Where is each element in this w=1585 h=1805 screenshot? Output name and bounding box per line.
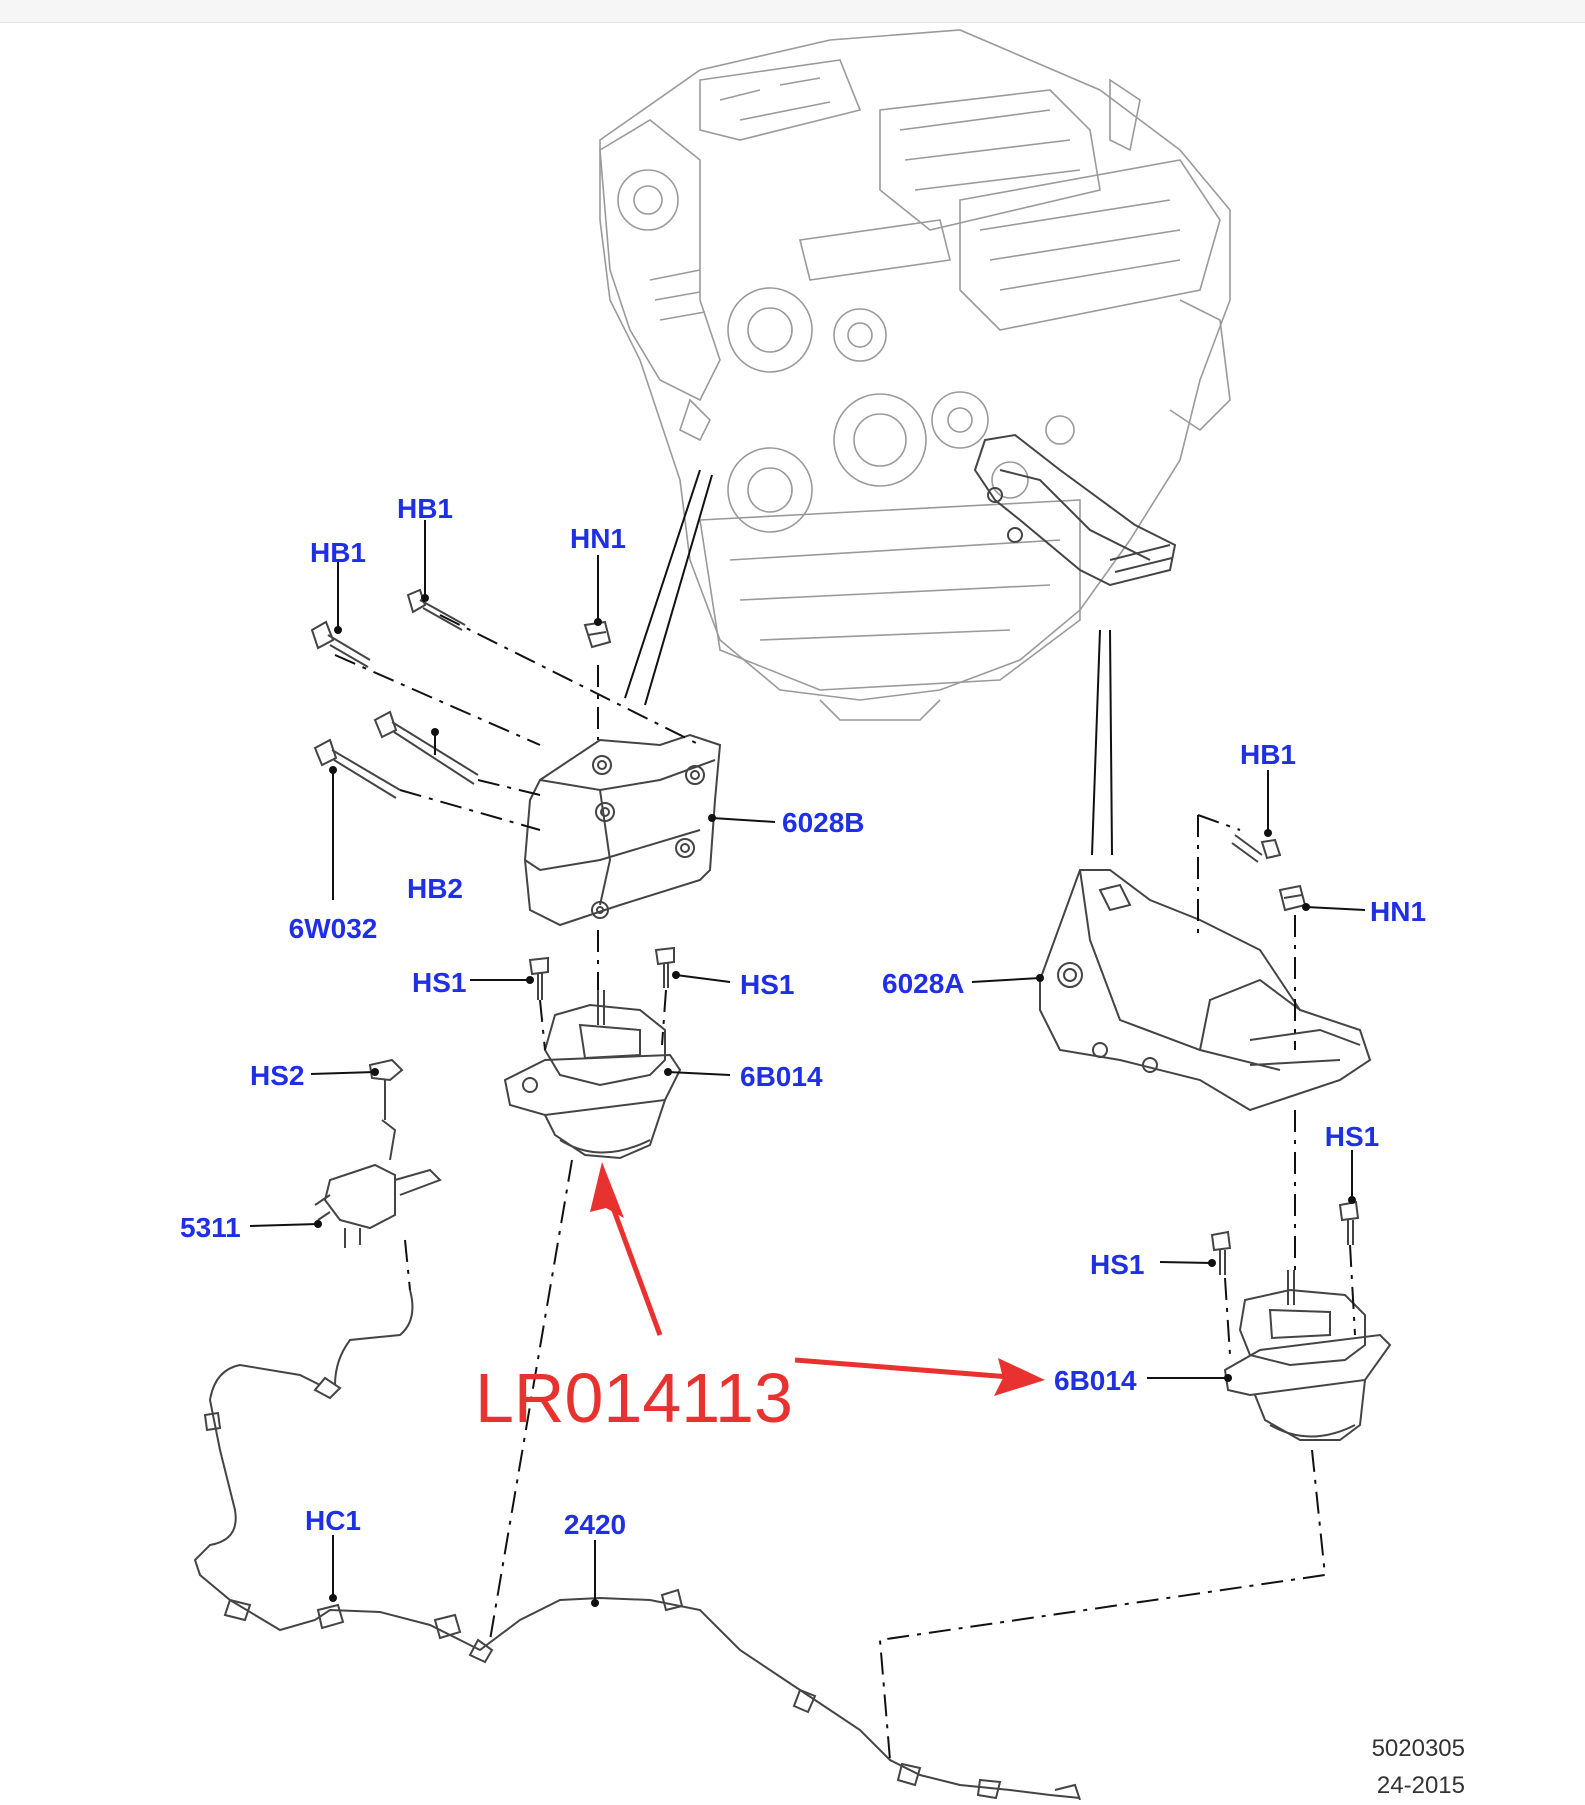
callout-hs1-right-a: HS1	[1325, 1121, 1379, 1152]
callout-hc1: HC1	[305, 1505, 361, 1536]
bracket-6028b	[523, 733, 722, 927]
callout-hb1-top: HB1	[397, 493, 453, 524]
engine-illustration	[599, 29, 1231, 721]
callout-hs1-left-a: HS1	[412, 967, 466, 998]
callout-6028b: 6028B	[782, 807, 865, 838]
callout-6w032: 6W032	[289, 913, 378, 944]
sensor-5311	[314, 1058, 442, 1248]
callout-2420: 2420	[564, 1509, 626, 1540]
callout-hb2: HB2	[407, 873, 463, 904]
annotation-part-number: LR014113	[475, 1359, 793, 1437]
engine-mount-right	[1223, 1270, 1392, 1441]
arrow-to-left-mount	[609, 1204, 663, 1336]
callout-hb1-right: HB1	[1240, 739, 1296, 770]
engine-mount-left	[503, 990, 682, 1160]
top-toolbar-strip	[0, 0, 1585, 23]
leader-lines	[249, 520, 1366, 1607]
callout-6028a: 6028A	[882, 968, 965, 999]
bolt-group-right	[1210, 834, 1360, 1275]
annotation-arrows	[590, 1162, 1045, 1396]
arrow-head-right	[994, 1358, 1045, 1396]
callout-6b014-right: 6B014	[1054, 1365, 1137, 1396]
bracket-6028a	[1039, 869, 1372, 1112]
callout-6b014-left: 6B014	[740, 1061, 823, 1092]
arrow-to-right-mount	[794, 1357, 1011, 1380]
callout-hb1-left: HB1	[310, 537, 366, 568]
arrow-head-left	[590, 1162, 624, 1218]
alignment-lines	[334, 469, 1356, 1761]
callout-hn1-left: HN1	[570, 523, 626, 554]
wiring-harness-2420	[193, 1289, 1081, 1801]
callout-5311: 5311	[180, 1212, 241, 1243]
callout-hs1-left-b: HS1	[740, 969, 794, 1000]
callout-hs1-right-b: HS1	[1090, 1249, 1144, 1280]
reference-date: 24-2015	[1377, 1772, 1465, 1799]
callout-hs2: HS2	[250, 1060, 304, 1091]
callout-hn1-right: HN1	[1370, 896, 1426, 927]
reference-code: 5020305	[1372, 1735, 1465, 1762]
